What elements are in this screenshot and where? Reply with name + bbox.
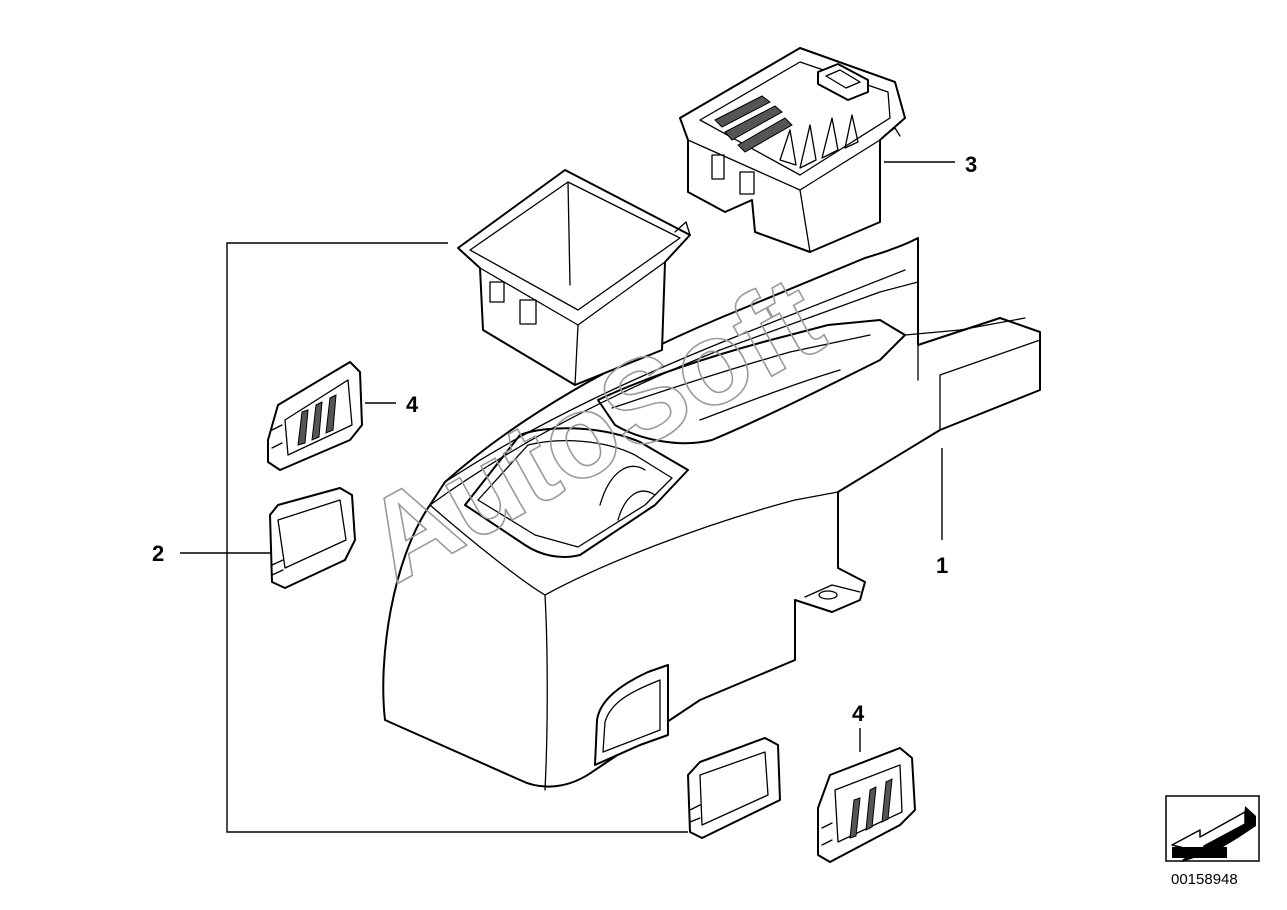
cup-holder-insert (457, 169, 691, 386)
document-number: 00158948 (1171, 871, 1238, 888)
grille-upper (267, 361, 363, 471)
cover-cap-lower (687, 737, 781, 839)
grille-lower (817, 747, 916, 863)
callout-4-upper: 4 (406, 392, 419, 417)
cover-cap-upper (269, 487, 356, 589)
centre-console (382, 237, 1041, 791)
callout-4-lower: 4 (852, 701, 865, 726)
arrow-down-left-icon (1165, 795, 1260, 862)
callout-3: 3 (965, 152, 977, 177)
callout-2: 2 (152, 541, 164, 566)
callout-1: 1 (936, 553, 948, 578)
leader-lines (180, 161, 955, 833)
rear-air-vent (679, 47, 906, 253)
